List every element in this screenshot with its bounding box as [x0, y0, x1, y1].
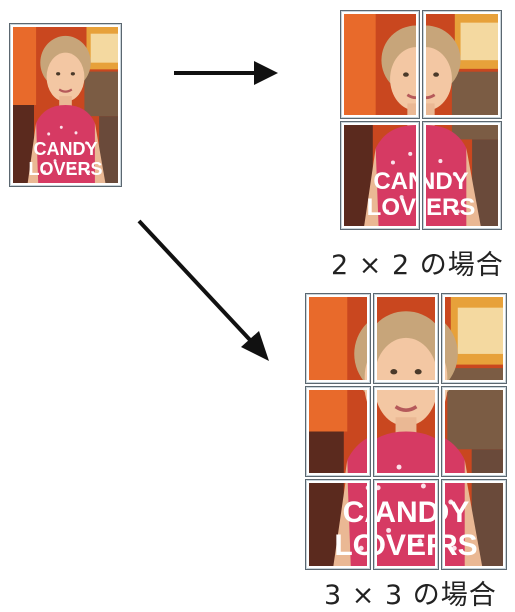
grid3x3-tile-image — [445, 390, 503, 473]
right-arrow-icon — [174, 61, 278, 85]
caption-3x3: 3 × 3 の場合 — [324, 580, 497, 611]
photo-overlay-line2: LOVERS — [28, 159, 103, 179]
photo-overlay-line1: CANDY — [33, 139, 98, 159]
grid2x2-tile-image — [426, 14, 498, 115]
grid3x3-tile-image — [377, 297, 435, 380]
caption-2x2: 2 × 2 の場合 — [331, 250, 504, 281]
source-photo: CANDY LOVERS — [9, 23, 122, 187]
diagonal-arrow-icon — [137, 219, 269, 361]
grid2x2-tile-image — [344, 14, 416, 115]
grid3x3-tile-image — [377, 390, 435, 473]
grid3x3-tile-image — [309, 390, 367, 473]
grid3x3-tile-image — [445, 297, 503, 380]
grid3x3-tile-image — [309, 297, 367, 380]
